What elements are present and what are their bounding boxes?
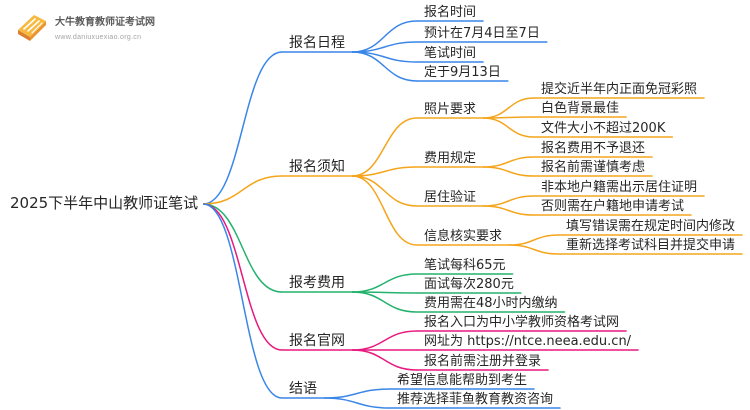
root-node: 2025下半年中山教师证笔试 (10, 194, 198, 212)
leaf-node: 报名入口为中小学教师资格考试网 (424, 314, 619, 330)
connector-curve (351, 349, 418, 371)
connector-curve (483, 97, 535, 119)
leaf-node: 报名前需注册并登录 (424, 353, 541, 369)
connector-curve (203, 203, 283, 399)
leaf-node: 填写错误需在规定时间内修改 (566, 218, 735, 234)
connector-curve (351, 273, 418, 293)
leaf-node: 报名时间 (424, 4, 476, 20)
connector-curve (509, 234, 560, 246)
connector-curve (483, 205, 535, 216)
leaf-node: 面试每次280元 (424, 276, 514, 292)
connector-curve (509, 244, 560, 255)
leaf-node: 重新选择考试科目并提交申请 (566, 237, 735, 253)
connector-curve (323, 397, 391, 409)
leaf-node: 推荐选择菲鱼教育教资咨询 (397, 391, 553, 407)
connector-curve (351, 51, 418, 82)
connector-curve (203, 51, 283, 205)
leaf-node: 报名前需谨慎考虑 (541, 159, 645, 175)
connector-curve (483, 117, 535, 138)
connector-curve (351, 166, 418, 177)
connector-curve (483, 195, 535, 207)
leaf-node: 笔试时间 (424, 45, 476, 61)
logo-title: 大牛教育教师证考试网 (55, 15, 155, 28)
connector-curve (203, 175, 283, 205)
connector-lines (203, 20, 743, 409)
branch-schedule: 报名日程 (289, 35, 345, 51)
leaf-node: 报名费用不予退还 (541, 140, 645, 156)
subbranch-photo: 照片要求 (424, 102, 476, 117)
branch-fees: 报考费用 (289, 275, 345, 291)
connector-curve (351, 330, 418, 351)
connector-curve (351, 117, 418, 177)
logo: 大牛教育教师证考试网 www.daniuxuexiao.org.cn (18, 15, 155, 41)
leaf-node: 费用需在48小时内缴纳 (424, 295, 558, 311)
branch-notice: 报名须知 (289, 158, 345, 175)
book-logo-icon (18, 15, 46, 41)
leaf-node: 否则需在户籍地申请考试 (541, 198, 684, 214)
connector-curve (351, 175, 418, 246)
leaf-node: 希望信息能帮助到考生 (397, 372, 527, 388)
leaf-node: 定于9月13日 (424, 65, 501, 80)
subbranch-residence: 居住验证 (424, 189, 476, 205)
leaf-node: 提交近半年内正面免冠彩照 (541, 81, 697, 97)
subbranch-fee-rules: 费用规定 (424, 151, 476, 166)
connector-curve (351, 175, 418, 207)
branch-website: 报名官网 (289, 333, 345, 349)
subbranch-info-check: 信息核实要求 (424, 228, 502, 244)
leaf-node: 网址为 https://ntce.neea.edu.cn/ (424, 334, 632, 349)
logo-url: www.daniuxuexiao.org.cn (54, 34, 141, 41)
connector-curve (483, 166, 535, 177)
leaf-node: 文件大小不超过200K (541, 121, 666, 136)
connector-curve (323, 388, 391, 399)
connector-curve (351, 291, 418, 313)
connector-curve (203, 203, 283, 293)
connector-curve (203, 203, 283, 351)
leaf-node: 笔试每科65元 (424, 257, 506, 273)
leaf-node: 非本地户籍需出示居住证明 (541, 179, 697, 195)
leaf-node: 白色背景最佳 (541, 100, 619, 116)
connector-curve (483, 156, 535, 168)
leaf-node: 预计在7月4日至7日 (424, 26, 540, 41)
branch-closing: 结语 (289, 381, 317, 397)
